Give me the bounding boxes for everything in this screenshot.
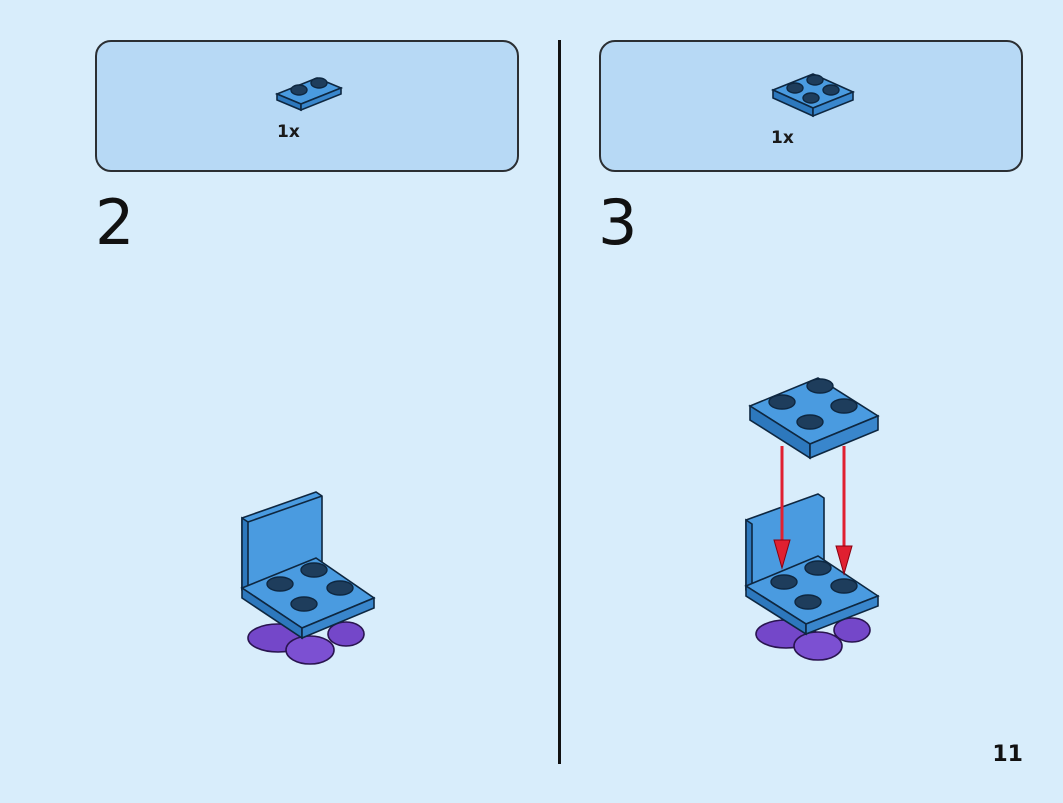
page-divider [558,40,561,764]
plate-2x2-icon [770,73,856,118]
plate-1x2-icon [274,77,344,112]
chair-model-step-3 [744,377,880,661]
part-count-label: 1x [771,128,794,148]
page-number: 11 [992,742,1023,767]
parts-callout-step-2: 1x [95,40,519,172]
step-number: 3 [598,186,638,259]
plate-2x2-falling [748,377,880,460]
parts-callout-step-3: 1x [599,40,1023,172]
arrow-down-icon [835,446,853,576]
arrow-down-icon [773,446,791,570]
step-number: 2 [95,186,135,259]
chair-model-step-2 [240,491,376,665]
part-count-label: 1x [277,122,300,142]
